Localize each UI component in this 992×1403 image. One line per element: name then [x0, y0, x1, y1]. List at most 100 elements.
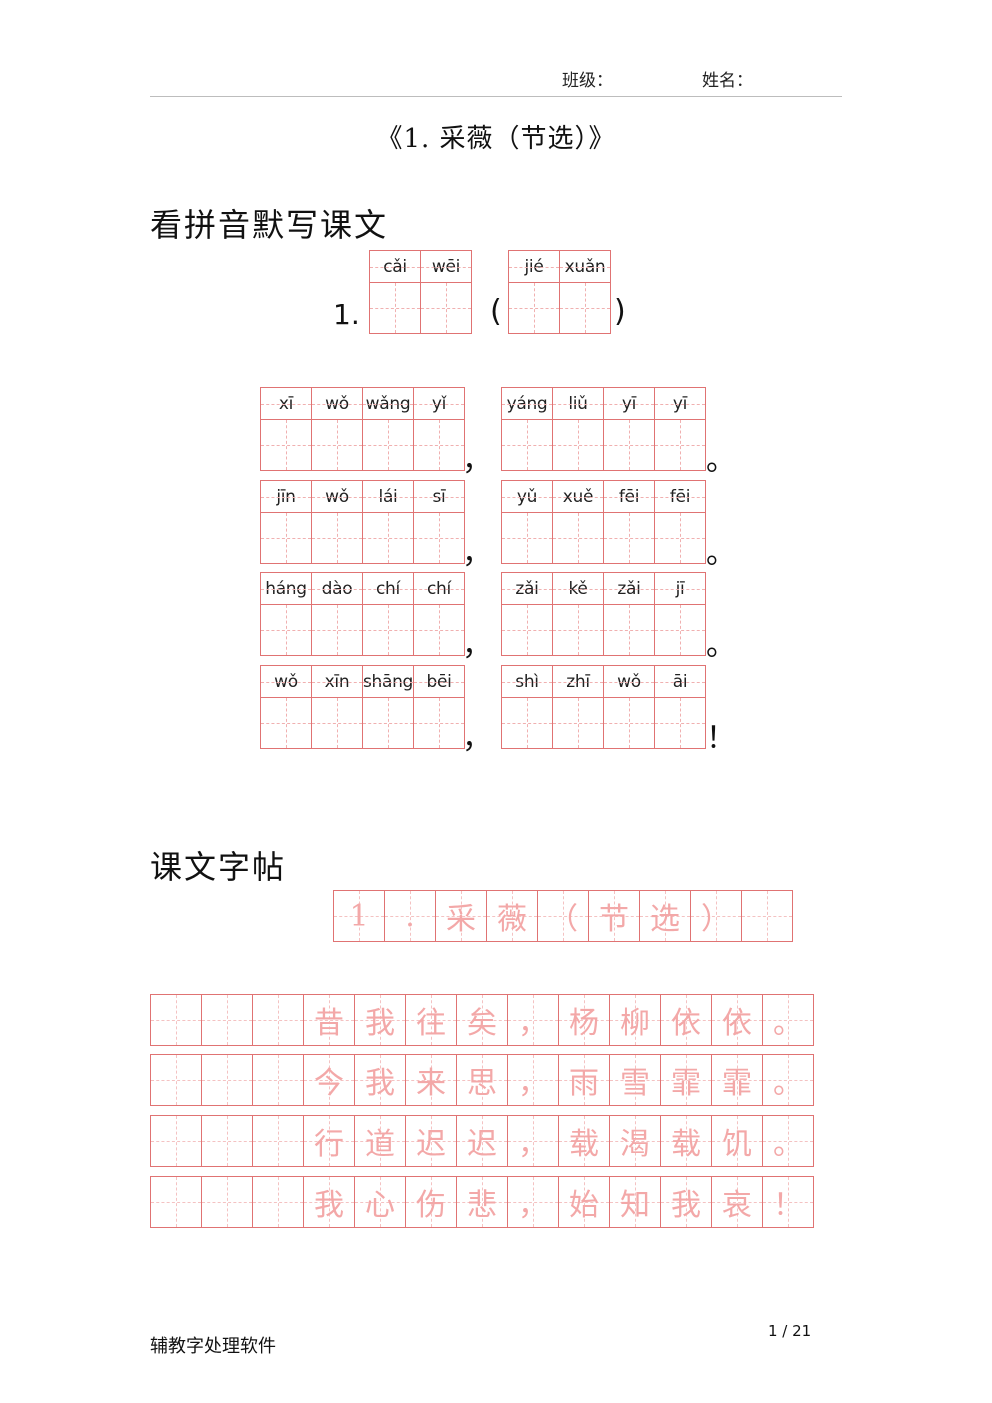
copy-cell[interactable]: 知: [609, 1176, 661, 1228]
writing-box[interactable]: [370, 283, 420, 333]
writing-box[interactable]: [553, 605, 603, 655]
copy-cell[interactable]: [252, 1054, 304, 1106]
copy-cell[interactable]: 载: [660, 1115, 712, 1167]
copy-cell[interactable]: 采: [435, 890, 487, 942]
copy-cell[interactable]: 。: [762, 1054, 814, 1106]
copy-cell[interactable]: ，: [507, 1176, 559, 1228]
copy-cell[interactable]: 心: [354, 1176, 406, 1228]
writing-box[interactable]: [261, 513, 311, 563]
writing-box[interactable]: [421, 283, 471, 333]
copy-cell[interactable]: [150, 994, 202, 1046]
copy-cell[interactable]: ！: [762, 1176, 814, 1228]
writing-box[interactable]: [363, 420, 413, 470]
copy-cell[interactable]: 霏: [660, 1054, 712, 1106]
copy-cell[interactable]: 载: [558, 1115, 610, 1167]
copy-cell[interactable]: 霏: [711, 1054, 763, 1106]
writing-box[interactable]: [414, 605, 464, 655]
copy-cell[interactable]: [150, 1176, 202, 1228]
writing-box[interactable]: [261, 698, 311, 748]
copy-cell[interactable]: 。: [762, 1115, 814, 1167]
copy-cell[interactable]: 我: [303, 1176, 355, 1228]
copy-cell[interactable]: .: [384, 890, 436, 942]
copy-cell[interactable]: （: [537, 890, 589, 942]
copy-cell[interactable]: 我: [354, 1054, 406, 1106]
writing-box[interactable]: [363, 513, 413, 563]
copy-cell[interactable]: ，: [507, 1115, 559, 1167]
copy-cell[interactable]: 节: [588, 890, 640, 942]
copy-cell[interactable]: [741, 890, 793, 942]
copy-cell[interactable]: 雪: [609, 1054, 661, 1106]
copy-cell[interactable]: 道: [354, 1115, 406, 1167]
writing-box[interactable]: [553, 698, 603, 748]
copy-cell[interactable]: 依: [711, 994, 763, 1046]
copy-cell[interactable]: 来: [405, 1054, 457, 1106]
copy-cell[interactable]: 依: [660, 994, 712, 1046]
writing-box[interactable]: [604, 420, 654, 470]
copy-cell[interactable]: 我: [354, 994, 406, 1046]
copy-cell[interactable]: 薇: [486, 890, 538, 942]
copy-cell[interactable]: 我: [660, 1176, 712, 1228]
copy-cell[interactable]: 哀: [711, 1176, 763, 1228]
copy-cell[interactable]: [201, 1115, 253, 1167]
copy-cell[interactable]: 思: [456, 1054, 508, 1106]
writing-box[interactable]: [502, 420, 552, 470]
copy-cell[interactable]: 迟: [405, 1115, 457, 1167]
copy-cell[interactable]: [150, 1115, 202, 1167]
writing-box[interactable]: [655, 513, 705, 563]
copy-cell[interactable]: 饥: [711, 1115, 763, 1167]
writing-box[interactable]: [312, 605, 362, 655]
copy-cell[interactable]: 始: [558, 1176, 610, 1228]
copy-cell[interactable]: 雨: [558, 1054, 610, 1106]
writing-box[interactable]: [312, 420, 362, 470]
writing-box[interactable]: [655, 420, 705, 470]
copy-cell[interactable]: 悲: [456, 1176, 508, 1228]
copy-cell[interactable]: [252, 994, 304, 1046]
copy-cell[interactable]: 今: [303, 1054, 355, 1106]
copy-cell[interactable]: 伤: [405, 1176, 457, 1228]
pinyin-cell: kě: [552, 572, 604, 656]
writing-box[interactable]: [414, 513, 464, 563]
copy-cell[interactable]: 柳: [609, 994, 661, 1046]
writing-box[interactable]: [414, 420, 464, 470]
writing-box[interactable]: [312, 513, 362, 563]
copy-cell[interactable]: [201, 1054, 253, 1106]
writing-box[interactable]: [363, 605, 413, 655]
copy-cell[interactable]: 行: [303, 1115, 355, 1167]
copy-cell[interactable]: [150, 1054, 202, 1106]
copy-cell[interactable]: [252, 1176, 304, 1228]
writing-box[interactable]: [655, 698, 705, 748]
writing-box[interactable]: [604, 605, 654, 655]
writing-box[interactable]: [553, 420, 603, 470]
copy-cell[interactable]: 昔: [303, 994, 355, 1046]
writing-box[interactable]: [261, 605, 311, 655]
copy-cell[interactable]: 渴: [609, 1115, 661, 1167]
writing-box[interactable]: [655, 605, 705, 655]
copy-cell[interactable]: ，: [507, 1054, 559, 1106]
copy-cell[interactable]: [201, 994, 253, 1046]
writing-box[interactable]: [312, 698, 362, 748]
pinyin-cell: zhī: [552, 665, 604, 749]
writing-box[interactable]: [604, 513, 654, 563]
copy-cell[interactable]: ，: [507, 994, 559, 1046]
writing-box[interactable]: [502, 513, 552, 563]
writing-box[interactable]: [414, 698, 464, 748]
copy-cell[interactable]: 1: [333, 890, 385, 942]
writing-box[interactable]: [363, 698, 413, 748]
copy-cell[interactable]: 。: [762, 994, 814, 1046]
trace-char: ！: [773, 1188, 803, 1223]
writing-box[interactable]: [553, 513, 603, 563]
writing-box[interactable]: [502, 698, 552, 748]
copy-cell[interactable]: ）: [690, 890, 742, 942]
copy-cell[interactable]: 矣: [456, 994, 508, 1046]
copy-cell[interactable]: 迟: [456, 1115, 508, 1167]
copy-cell[interactable]: [252, 1115, 304, 1167]
writing-box[interactable]: [502, 605, 552, 655]
writing-box[interactable]: [509, 283, 559, 333]
copy-cell[interactable]: 往: [405, 994, 457, 1046]
copy-cell[interactable]: 选: [639, 890, 691, 942]
writing-box[interactable]: [261, 420, 311, 470]
copy-cell[interactable]: 杨: [558, 994, 610, 1046]
writing-box[interactable]: [604, 698, 654, 748]
writing-box[interactable]: [560, 283, 610, 333]
copy-cell[interactable]: [201, 1176, 253, 1228]
